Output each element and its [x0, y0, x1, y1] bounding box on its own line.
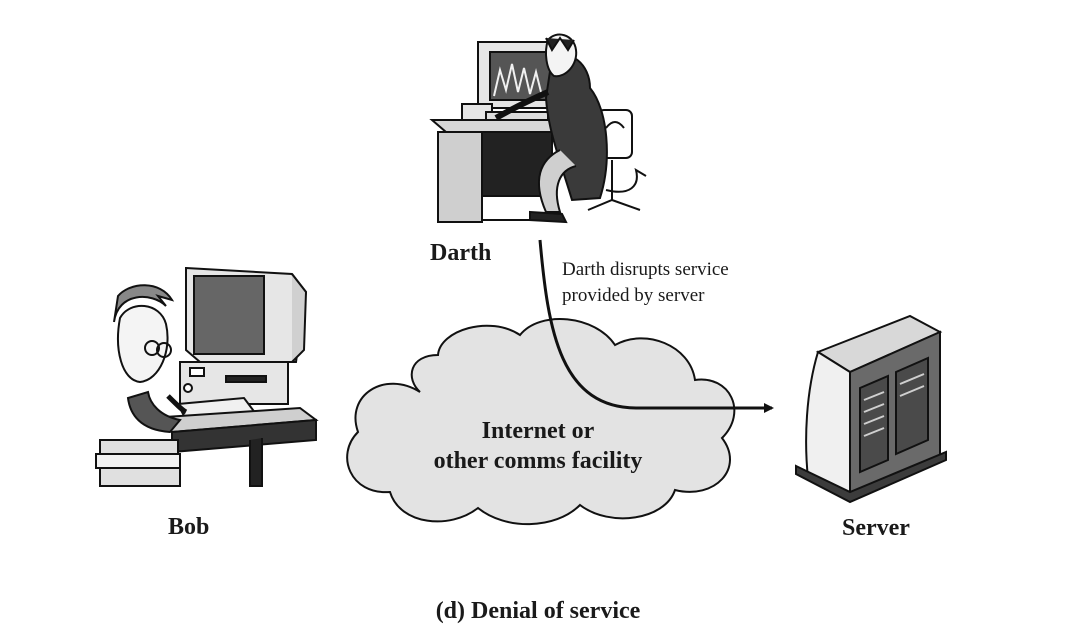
server-label: Server: [842, 515, 910, 541]
darth-label: Darth: [430, 240, 492, 266]
cloud-label: Internet or other comms facility: [400, 416, 676, 476]
server-tower-illustration: [795, 314, 947, 504]
annotation-line-1: Darth disrupts service: [562, 259, 729, 280]
bob-label: Bob: [168, 514, 210, 540]
figure-caption: (d) Denial of service: [435, 598, 641, 624]
user-at-computer-illustration: [95, 266, 319, 487]
attacker-at-computer-illustration: [429, 33, 647, 224]
cloud-label-line-2: other comms facility: [433, 448, 643, 474]
network-cloud: [346, 318, 736, 526]
attack-annotation: Darth disrupts service provided by serve…: [562, 257, 729, 309]
annotation-line-2: provided by server: [562, 285, 705, 306]
cloud-label-line-1: Internet or: [481, 418, 595, 444]
attack-arrow: [538, 239, 774, 413]
